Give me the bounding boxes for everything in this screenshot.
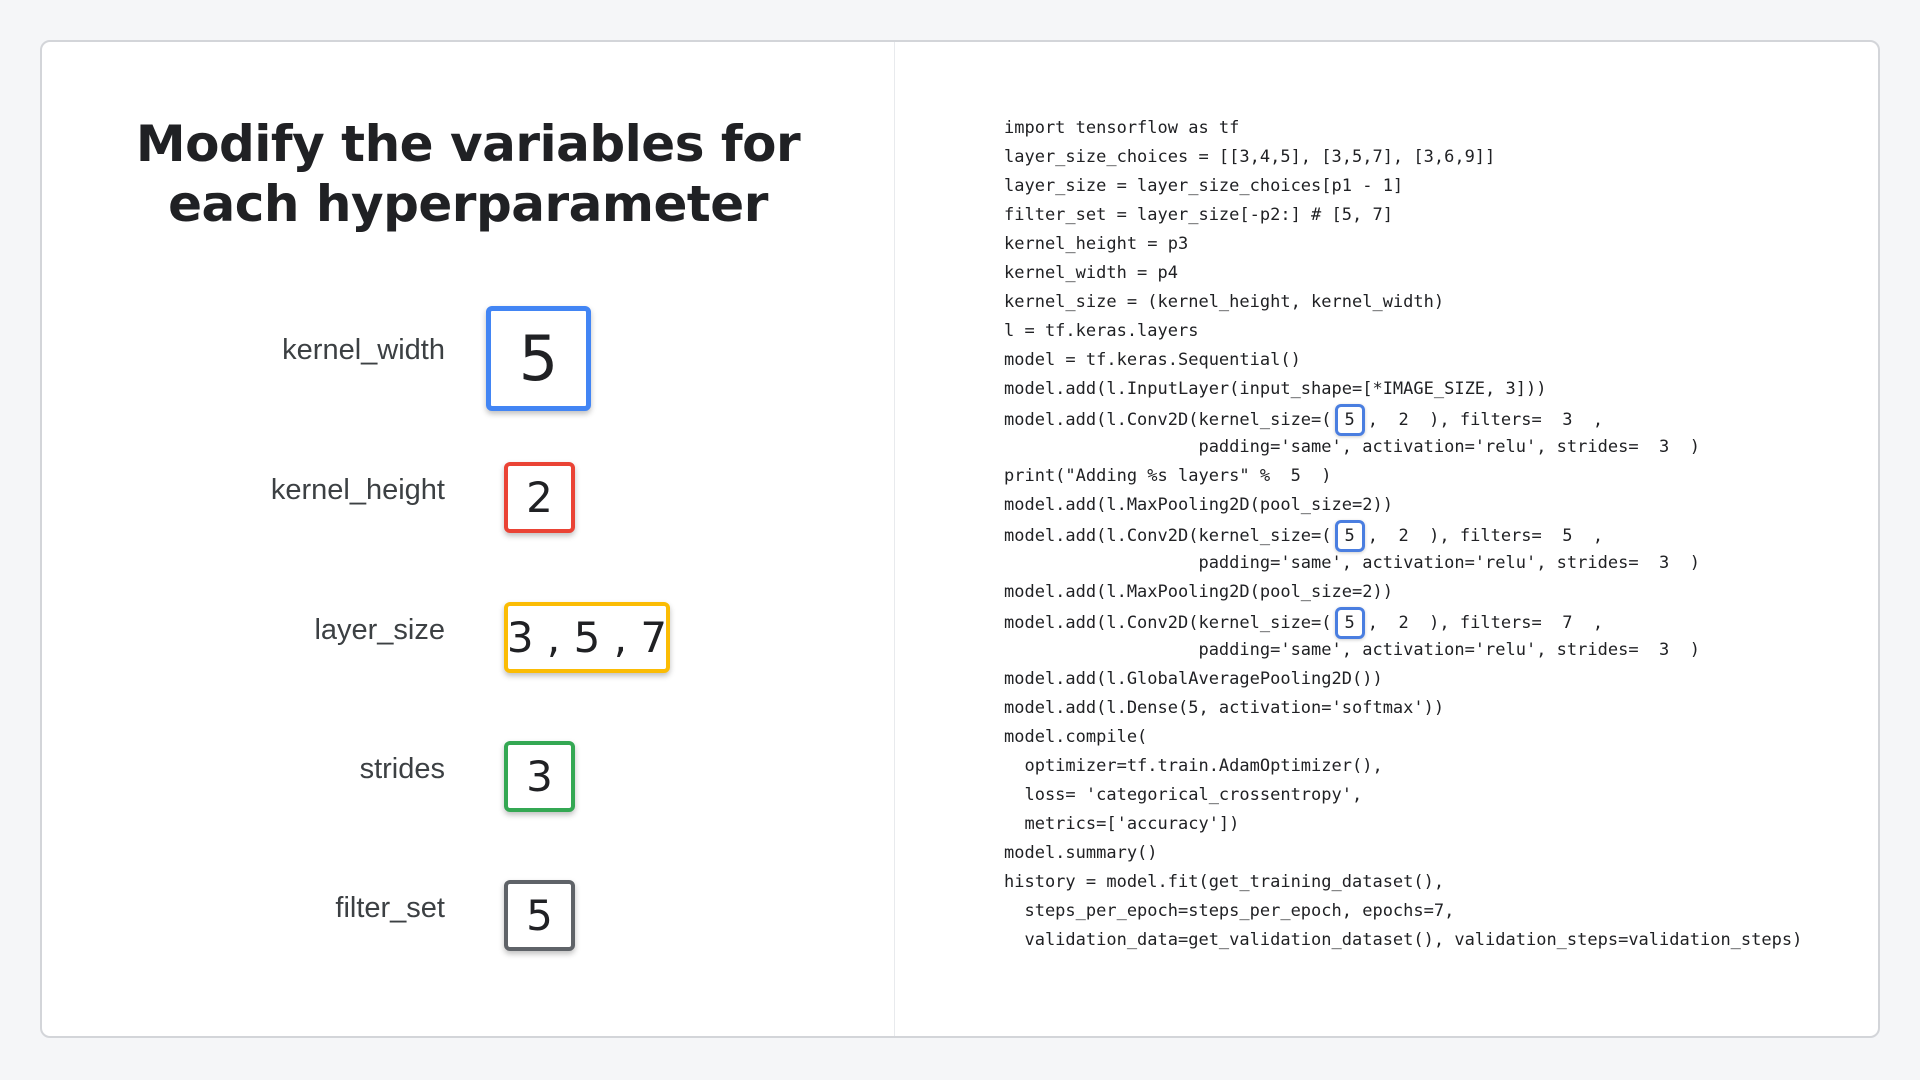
code-line: padding='same', activation='relu', strid… [1004, 553, 1700, 573]
code-line: import tensorflow as tf [1004, 118, 1240, 138]
code-line-conv2d-3: model.add(l.Conv2D(kernel_size=(5, 2 ), … [1004, 607, 1802, 639]
code-block: import tensorflow as tf layer_size_choic… [1004, 114, 1802, 955]
code-line: optimizer=tf.train.AdamOptimizer(), [1004, 756, 1383, 776]
slide-title: Modify the variables for each hyperparam… [42, 114, 894, 234]
code-line: validation_data=get_validation_dataset()… [1004, 930, 1803, 950]
filter-set-value-box: 5 [504, 880, 575, 951]
code-text: , 2 ), filters= 7 , [1367, 613, 1604, 633]
code-line: layer_size_choices = [[3,4,5], [3,5,7], … [1004, 147, 1496, 167]
code-line: l = tf.keras.layers [1004, 321, 1199, 341]
code-text: , 2 ), filters= 5 , [1367, 526, 1604, 546]
code-line: model.add(l.GlobalAveragePooling2D()) [1004, 669, 1383, 689]
kernel-height-label: kernel_height [270, 474, 445, 506]
title-line-2: each hyperparameter [168, 175, 768, 233]
code-line: loss= 'categorical_crossentropy', [1004, 785, 1363, 805]
code-text: , 2 ), filters= 3 , [1367, 410, 1604, 430]
code-line: model.summary() [1004, 843, 1158, 863]
code-line: model.add(l.MaxPooling2D(pool_size=2)) [1004, 582, 1393, 602]
code-line-conv2d-2: model.add(l.Conv2D(kernel_size=(5, 2 ), … [1004, 520, 1802, 552]
kernel-width-highlight: 5 [1334, 520, 1365, 552]
code-line: padding='same', activation='relu', strid… [1004, 640, 1700, 660]
code-line: steps_per_epoch=steps_per_epoch, epochs=… [1004, 901, 1455, 921]
code-line: padding='same', activation='relu', strid… [1004, 437, 1700, 457]
strides-label: strides [359, 753, 445, 785]
code-text: model.add(l.Conv2D(kernel_size=( [1004, 613, 1332, 633]
code-line: layer_size = layer_size_choices[p1 - 1] [1004, 176, 1404, 196]
kernel-height-value-box: 2 [504, 462, 575, 533]
title-line-1: Modify the variables for [135, 115, 801, 173]
code-line: model.add(l.InputLayer(input_shape=[*IMA… [1004, 379, 1547, 399]
kernel-width-label: kernel_width [282, 334, 445, 366]
code-line: filter_set = layer_size[-p2:] # [5, 7] [1004, 205, 1393, 225]
code-text: model.add(l.Conv2D(kernel_size=( [1004, 526, 1332, 546]
code-line: print("Adding %s layers" % 5 ) [1004, 466, 1332, 486]
code-line: history = model.fit(get_training_dataset… [1004, 872, 1445, 892]
layer-size-label: layer_size [314, 614, 445, 646]
code-line-conv2d-1: model.add(l.Conv2D(kernel_size=(5, 2 ), … [1004, 404, 1802, 436]
slide-card: Modify the variables for each hyperparam… [40, 40, 1880, 1038]
code-line: kernel_height = p3 [1004, 234, 1189, 254]
layer-size-value-box: 3 , 5 , 7 [504, 602, 670, 673]
kernel-width-value-box: 5 [486, 306, 591, 411]
strides-value-box: 3 [504, 741, 575, 812]
code-line: metrics=['accuracy']) [1004, 814, 1240, 834]
code-line: model.compile( [1004, 727, 1148, 747]
code-line: kernel_width = p4 [1004, 263, 1178, 283]
code-line: kernel_size = (kernel_height, kernel_wid… [1004, 292, 1445, 312]
code-line: model.add(l.Dense(5, activation='softmax… [1004, 698, 1445, 718]
code-line: model.add(l.MaxPooling2D(pool_size=2)) [1004, 495, 1393, 515]
kernel-width-highlight: 5 [1334, 404, 1365, 436]
kernel-width-highlight: 5 [1334, 607, 1365, 639]
panel-divider [894, 42, 895, 1036]
code-text: model.add(l.Conv2D(kernel_size=( [1004, 410, 1332, 430]
code-line: model = tf.keras.Sequential() [1004, 350, 1301, 370]
filter-set-label: filter_set [335, 892, 445, 924]
